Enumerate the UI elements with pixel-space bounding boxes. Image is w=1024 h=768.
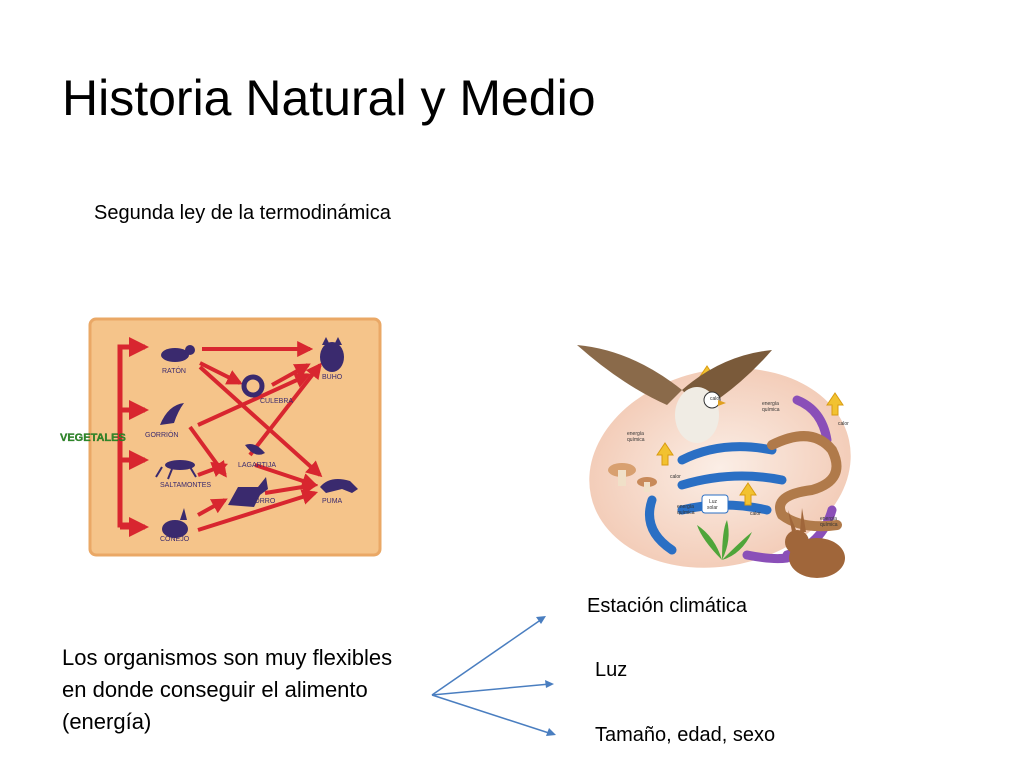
svg-text:química: química bbox=[762, 407, 780, 413]
connector-heads bbox=[536, 616, 556, 736]
svg-text:química: química bbox=[820, 522, 838, 528]
eagle-icon bbox=[577, 345, 772, 443]
mouse-icon bbox=[161, 348, 189, 362]
svg-text:química: química bbox=[627, 437, 645, 443]
food-web-labels: RATÓN GORRIÓN SALTAMONTES CONEJO CULEBRA… bbox=[145, 366, 343, 543]
puma-icon bbox=[320, 479, 358, 493]
svg-text:energía: energía bbox=[677, 504, 694, 510]
svg-text:calor: calor bbox=[670, 474, 681, 480]
node-culebra: CULEBRA bbox=[260, 398, 293, 405]
bullet-estacion-climatica: Estación climática bbox=[587, 595, 748, 617]
root-bracket bbox=[117, 337, 149, 537]
bullet-luz: Luz bbox=[595, 659, 628, 681]
plant-icon bbox=[697, 520, 752, 560]
svg-text:energía: energía bbox=[627, 431, 644, 437]
fox-icon bbox=[228, 477, 268, 507]
animal-silhouettes bbox=[155, 337, 358, 538]
node-buho: BUHO bbox=[322, 374, 343, 381]
svg-text:energía: energía bbox=[820, 516, 837, 522]
node-conejo: CONEJO bbox=[160, 536, 190, 543]
node-vegetales: VEGETALES bbox=[60, 432, 126, 444]
owl-icon bbox=[320, 342, 344, 372]
connector-lines bbox=[431, 618, 553, 735]
connector-arrows bbox=[431, 616, 556, 736]
svg-text:energía: energía bbox=[762, 401, 779, 407]
lizard-icon bbox=[245, 444, 265, 455]
slide-subtitle: Segunda ley de la termodinámica bbox=[94, 202, 391, 224]
svg-text:solar: solar bbox=[707, 505, 718, 511]
food-web-arrows bbox=[188, 341, 323, 532]
rabbit-icon bbox=[162, 520, 188, 538]
food-web-diagram: RATÓN GORRIÓN SALTAMONTES CONEJO CULEBRA… bbox=[60, 317, 382, 557]
node-zorro: ZORRO bbox=[250, 498, 276, 505]
svg-text:calor: calor bbox=[710, 396, 721, 402]
sun-box bbox=[701, 494, 729, 514]
svg-text:calor: calor bbox=[838, 421, 849, 427]
sparrow-icon bbox=[160, 403, 184, 425]
node-gorrion: GORRIÓN bbox=[145, 430, 178, 439]
body-text: Los organismos son muy flexibles en dond… bbox=[62, 645, 393, 734]
snake-icon bbox=[767, 431, 842, 532]
energy-cycle-diagram: Luz solar calor calor calor calor energí… bbox=[577, 345, 851, 578]
svg-text:Luz: Luz bbox=[709, 499, 718, 505]
rabbit-icon bbox=[785, 508, 845, 578]
bullet-tamano-edad-sexo: Tamaño, edad, sexo bbox=[595, 724, 776, 746]
mushroom-icon bbox=[608, 463, 657, 492]
node-puma: PUMA bbox=[322, 498, 343, 505]
grasshopper-icon bbox=[165, 460, 195, 470]
cycle-labels: Luz solar calor calor calor calor energí… bbox=[627, 396, 849, 528]
svg-text:calor: calor bbox=[750, 511, 761, 517]
node-lagartija: LAGARTIJA bbox=[238, 462, 276, 469]
snake-icon bbox=[241, 374, 265, 398]
node-raton: RATÓN bbox=[162, 366, 186, 375]
node-saltamontes: SALTAMONTES bbox=[160, 482, 211, 489]
slide-title: Historia Natural y Medio bbox=[62, 70, 596, 126]
svg-text:química: química bbox=[677, 510, 695, 516]
